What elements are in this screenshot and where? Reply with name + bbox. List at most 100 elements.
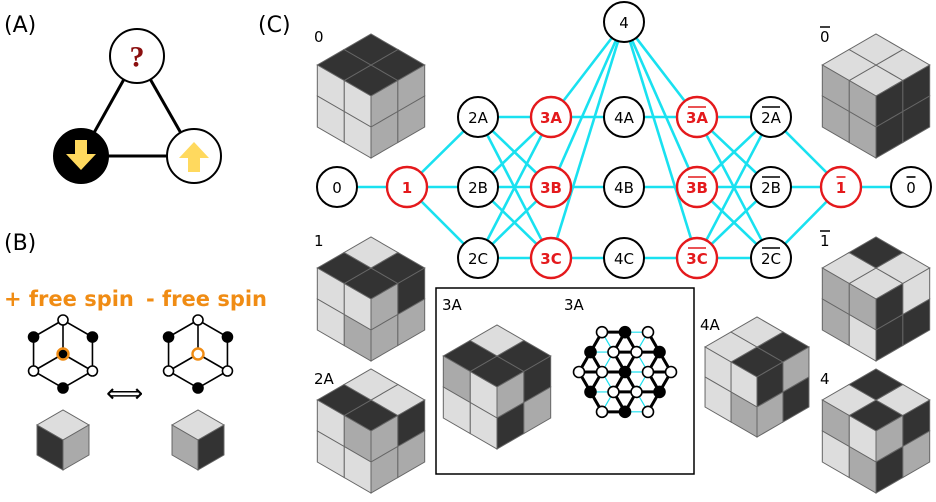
spin-site [27, 365, 40, 377]
cube-stack-3A [442, 324, 552, 450]
plus-free-spin-label: + free spin [4, 287, 134, 311]
graph-node-label: 3B [686, 179, 708, 197]
spin-up-site [166, 128, 222, 184]
graph-node-4B: 4B [603, 166, 645, 208]
inset-label-3A-cubes: 3A [442, 296, 463, 314]
state-graph-edges [337, 21, 911, 260]
minus-free-spin-hexagon [162, 314, 234, 394]
graph-node-label: 4B [614, 179, 634, 197]
plus-free-spin-hexagon [27, 314, 99, 394]
lattice-spin [653, 385, 666, 399]
cube-stack-4 [821, 368, 931, 494]
spin-site [162, 365, 175, 377]
graph-edge [476, 116, 553, 259]
inset-3A-box [435, 287, 695, 475]
lattice-spin [584, 345, 597, 359]
lattice-spin [595, 405, 609, 419]
spin-site [162, 331, 175, 343]
graph-node-label: 1 [402, 179, 412, 197]
minus-free-spin-label: - free spin [146, 287, 267, 311]
graph-node-0bar: 0 [890, 166, 932, 208]
graph-node-3Bbar: 3B [675, 165, 719, 209]
graph-node-label: 0 [332, 179, 342, 197]
inset-label-3A-lattice: 3A [564, 296, 585, 314]
graph-node-label: 3C [540, 250, 561, 268]
graph-node-label: 0 [906, 179, 916, 197]
lattice-spin [572, 365, 586, 379]
graph-node-2Abar: 2A [750, 96, 792, 138]
graph-node-4C: 4C [603, 237, 645, 279]
cube-stack-2A [316, 368, 426, 494]
graph-node-label: 3A [540, 109, 562, 127]
lattice-spin [653, 345, 666, 359]
lattice-spin [595, 325, 609, 339]
graph-node-label: 3B [540, 179, 562, 197]
spin-site [192, 382, 204, 394]
cube-stack-0 [316, 33, 426, 159]
graph-node-label: 2A [468, 109, 489, 127]
graph-node-1: 1 [385, 165, 429, 209]
graph-node-label: 3A [686, 109, 708, 127]
cube-label-4A: 4A [700, 316, 721, 334]
lattice-spin [641, 365, 655, 379]
graph-node-label: 1 [836, 179, 846, 197]
question-mark-icon: ? [130, 41, 145, 74]
lattice-spin [607, 385, 620, 399]
lattice-spin [641, 405, 655, 419]
graph-node-3Cbar: 3C [675, 236, 719, 280]
graph-node-label: 2A [761, 109, 782, 127]
spin-site [86, 331, 99, 343]
graph-edge [549, 21, 626, 188]
lattice-spin [584, 385, 597, 399]
lattice-spin [630, 345, 643, 359]
cube-stack-1 [316, 236, 426, 362]
double-arrow-icon: ⟺ [106, 379, 143, 409]
graph-node-label: 4 [619, 14, 629, 32]
graph-edge [622, 21, 699, 188]
free-spin-site [56, 347, 70, 361]
graph-edge [695, 116, 773, 259]
spin-site [57, 314, 69, 326]
cube-stack-0bar [821, 33, 931, 159]
graph-node-label: 4A [614, 109, 635, 127]
lattice-spin [630, 385, 643, 399]
frustrated-triangle: ? [53, 28, 222, 184]
arrow-up-icon [179, 142, 209, 172]
cube-label-1: 1 [314, 232, 324, 250]
lattice-spin [618, 405, 632, 419]
lattice-spin [664, 365, 678, 379]
graph-node-3A: 3A [529, 95, 573, 139]
graph-node-1bar: 1 [819, 165, 863, 209]
graph-node-2Cbar: 2C [750, 237, 792, 279]
arrow-down-icon [66, 140, 96, 170]
graph-node-label: 2C [468, 250, 488, 268]
lattice-spin [618, 365, 632, 379]
graph-edge [549, 21, 626, 259]
spin-site [221, 365, 234, 377]
graph-node-label: 4C [614, 250, 634, 268]
cube-label-1bar: 1 [820, 232, 830, 250]
panel-label-a: (A) [4, 13, 36, 38]
cube-label-0: 0 [314, 28, 324, 46]
spin-site [57, 382, 69, 394]
spin-site [86, 365, 99, 377]
small-cube-dark [36, 409, 90, 471]
cube-stack-4A [704, 316, 810, 438]
small-cube-light [171, 409, 225, 471]
graph-node-4A: 4A [603, 96, 645, 138]
unknown-spin-site [109, 28, 165, 84]
spin-site [27, 331, 40, 343]
lattice-3A [572, 325, 678, 419]
graph-node-2C: 2C [457, 237, 499, 279]
lattice-spin [595, 365, 609, 379]
graph-node-2A: 2A [457, 96, 499, 138]
spin-site [192, 314, 204, 326]
panel-label-b: (B) [4, 231, 36, 256]
graph-node-label: 2C [761, 250, 781, 268]
spin-down-site [53, 128, 109, 184]
graph-node-4: 4 [603, 1, 645, 43]
free-spin-site [191, 347, 205, 361]
graph-node-label: 2B [761, 179, 781, 197]
